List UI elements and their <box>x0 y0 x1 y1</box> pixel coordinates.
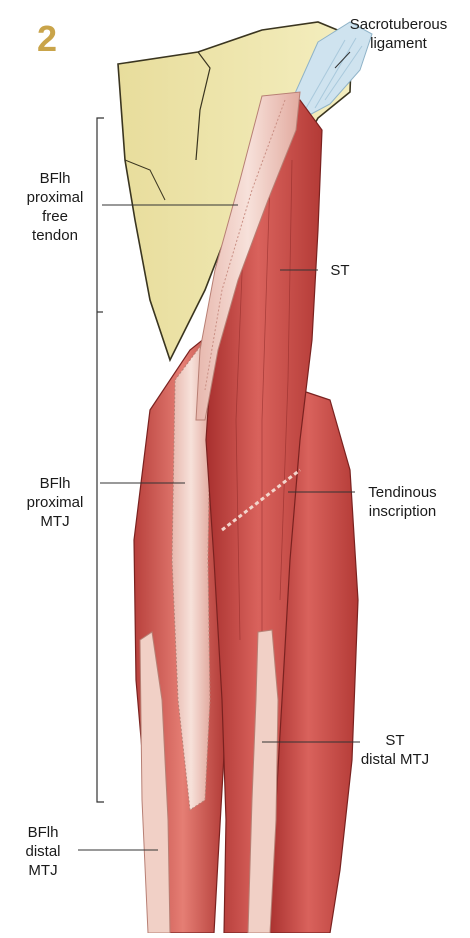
region-bracket <box>97 118 104 802</box>
label-st: ST <box>320 261 360 280</box>
label-bflh-proximal-mtj: BFlh proximal MTJ <box>15 474 95 531</box>
label-bflh-proximal-free-tendon: BFlh proximal free tendon <box>15 169 95 245</box>
panel-number: 2 <box>37 18 57 60</box>
label-sacrotuberous-ligament: Sacrotuberous ligament <box>336 15 461 53</box>
label-tendinous-inscription: Tendinous inscription <box>350 483 455 521</box>
label-bflh-distal-mtj: BFlh distal MTJ <box>5 823 81 880</box>
label-st-distal-mtj: ST distal MTJ <box>345 731 445 769</box>
